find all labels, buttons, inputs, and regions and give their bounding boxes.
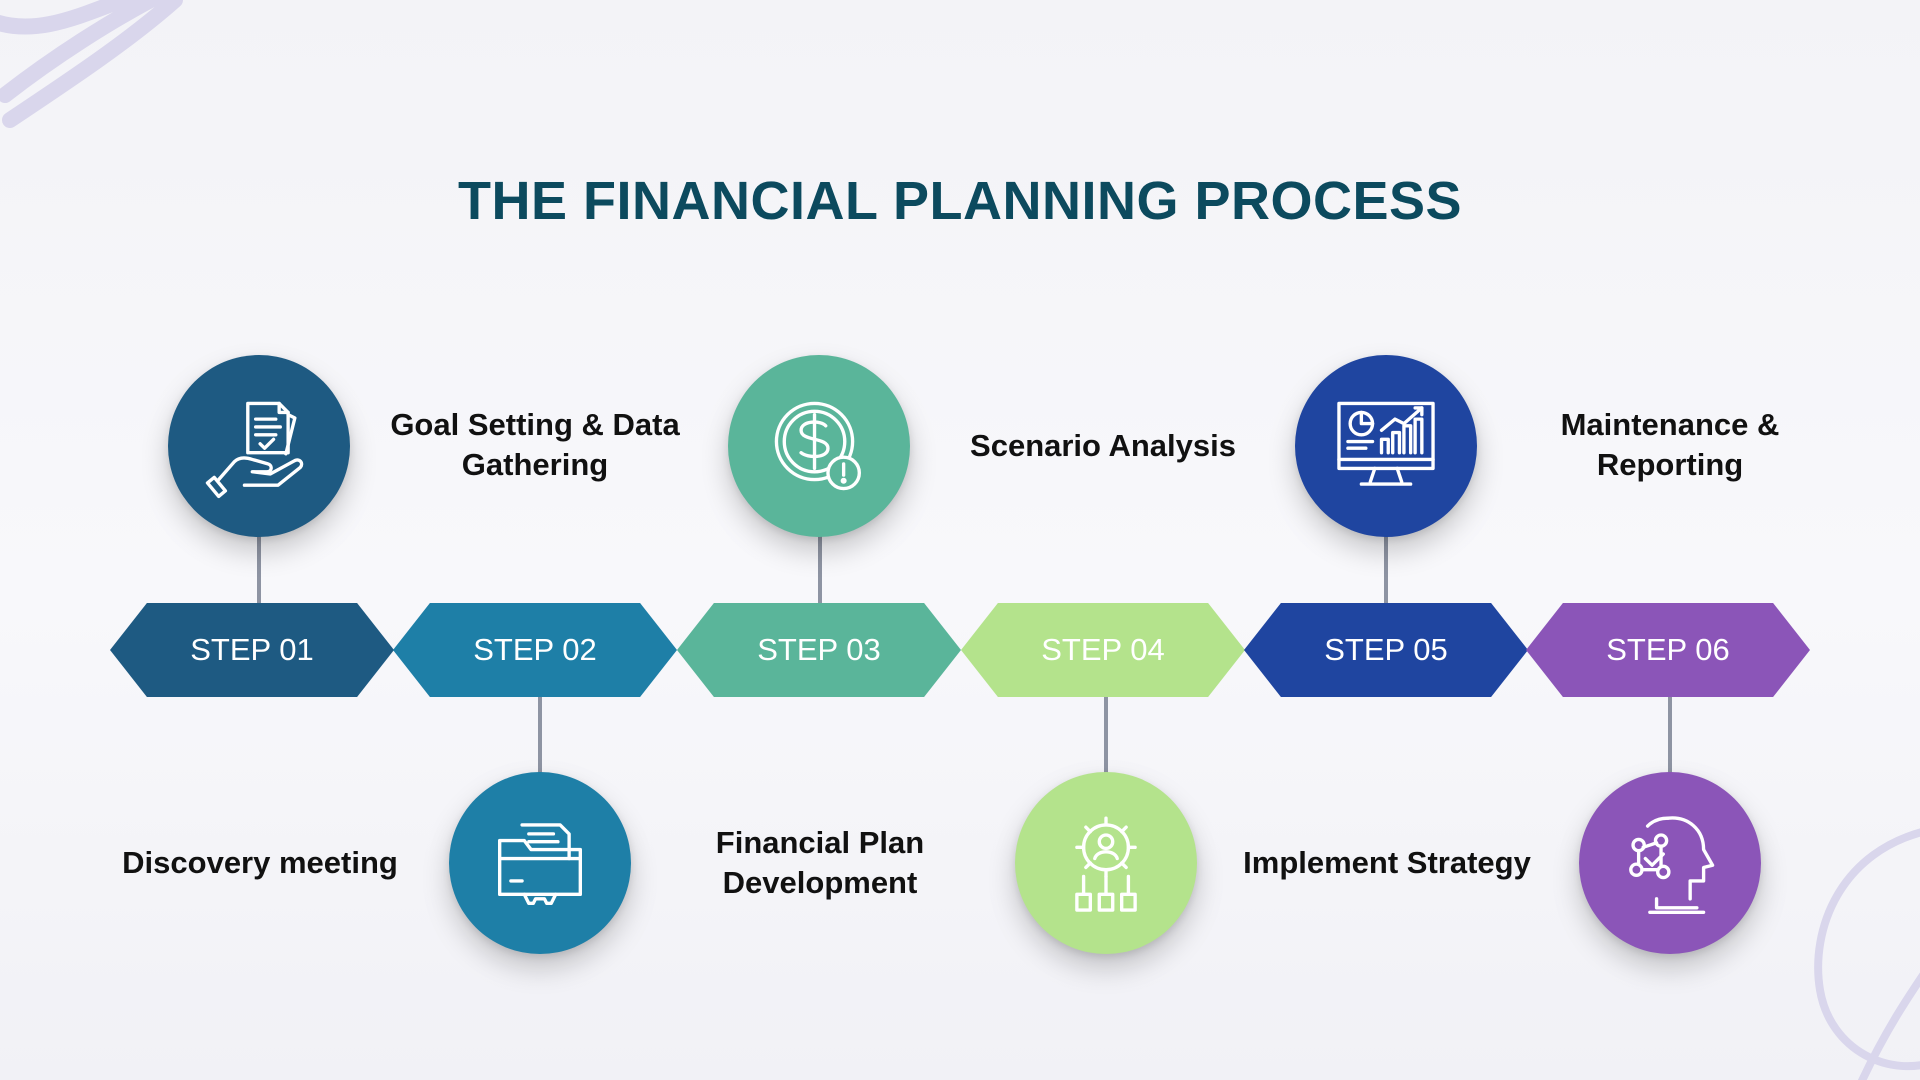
connector-step-06 <box>1668 695 1672 775</box>
step-02-description: Goal Setting & Data Gathering <box>390 407 680 482</box>
step-06-hexagon: STEP 06 <box>1526 603 1810 697</box>
step-03-label: STEP 03 <box>757 632 881 667</box>
step-06-circle <box>1579 772 1761 954</box>
step-03-circle <box>728 355 910 537</box>
step-04-label: STEP 04 <box>1041 632 1165 667</box>
step-01-label: STEP 01 <box>190 632 314 667</box>
step-01-description: Discovery meeting <box>122 845 398 880</box>
step-04-description: Financial Plan Development <box>715 825 925 900</box>
step-05-hexagon: STEP 05 <box>1244 603 1528 697</box>
step-04-circle <box>1015 772 1197 954</box>
step-05-label: STEP 05 <box>1324 632 1448 667</box>
connector-step-05 <box>1384 530 1388 605</box>
step-03-hexagon: STEP 03 <box>677 603 961 697</box>
step-04-hexagon: STEP 04 <box>961 603 1245 697</box>
step-05-circle <box>1295 355 1477 537</box>
step-06-description: Implement Strategy <box>1243 845 1531 880</box>
step-03-description: Scenario Analysis <box>970 428 1236 463</box>
decorative-swoosh-top-left <box>0 0 183 128</box>
gear-person-network-icon <box>1075 816 1137 912</box>
head-strategy-icon <box>1629 816 1715 914</box>
step-02-hexagon: STEP 02 <box>393 603 677 697</box>
step-02-label: STEP 02 <box>473 632 597 667</box>
step-01-circle <box>168 355 350 537</box>
connector-step-02 <box>538 695 542 775</box>
connector-step-03 <box>818 530 822 605</box>
step-01-hexagon: STEP 01 <box>110 603 394 697</box>
connector-step-04 <box>1104 695 1108 775</box>
monitor-chart-icon <box>1337 401 1435 486</box>
folder-gear-icon <box>498 823 582 905</box>
step-05-description: Maintenance & Reporting <box>1560 407 1780 482</box>
page-title: THE FINANCIAL PLANNING PROCESS <box>457 171 1463 231</box>
connector-step-01 <box>257 530 261 605</box>
step-06-label: STEP 06 <box>1606 632 1730 667</box>
hand-holding-document-icon <box>205 401 304 499</box>
dollar-coin-alert-icon <box>774 401 861 491</box>
step-02-circle <box>449 772 631 954</box>
decorative-swoosh-bottom-right <box>1814 828 1920 1080</box>
